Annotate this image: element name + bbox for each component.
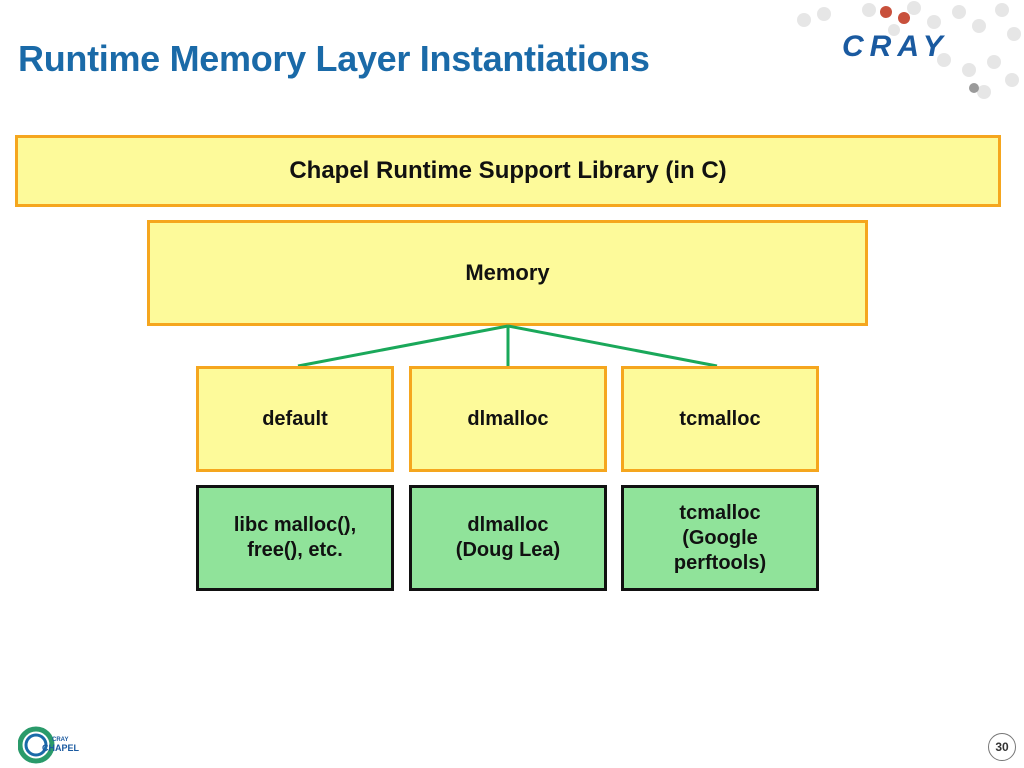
chapel-logo: CRAY CHAPEL (18, 726, 80, 764)
impl-label-default: default (262, 407, 328, 430)
runtime-library-box: Chapel Runtime Support Library (in C) (15, 135, 1001, 207)
slide-title: Runtime Memory Layer Instantiations (18, 38, 650, 79)
connector-default (297, 324, 509, 368)
allocator-label-libc: libc malloc(), free(), etc. (233, 514, 357, 561)
allocator-box-tcmalloc: tcmalloc (Google perftools) (621, 485, 819, 591)
impl-box-tcmalloc: tcmalloc (621, 366, 819, 472)
decorative-dots (797, 1, 1021, 99)
chapel-logo-chapel: CHAPEL (42, 743, 80, 753)
memory-label: Memory (465, 260, 550, 286)
impl-label-dlmalloc: dlmalloc (467, 407, 549, 430)
connector-tcmalloc (507, 324, 718, 368)
allocator-label-dlmalloc: dlmalloc (Doug Lea) (455, 514, 561, 561)
allocator-box-libc: libc malloc(), free(), etc. (196, 485, 394, 591)
impl-box-dlmalloc: dlmalloc (409, 366, 607, 472)
allocator-label-tcmalloc: tcmalloc (Google perftools) (673, 501, 767, 574)
allocator-box-dlmalloc: dlmalloc (Doug Lea) (409, 485, 607, 591)
cray-logo: CRAY (842, 30, 949, 63)
impl-label-tcmalloc: tcmalloc (679, 407, 761, 430)
chapel-logo-cray: CRAY (52, 737, 68, 743)
impl-box-default: default (196, 366, 394, 472)
runtime-library-label: Chapel Runtime Support Library (in C) (289, 157, 727, 184)
memory-box: Memory (147, 220, 868, 326)
page-number: 30 (988, 733, 1016, 761)
